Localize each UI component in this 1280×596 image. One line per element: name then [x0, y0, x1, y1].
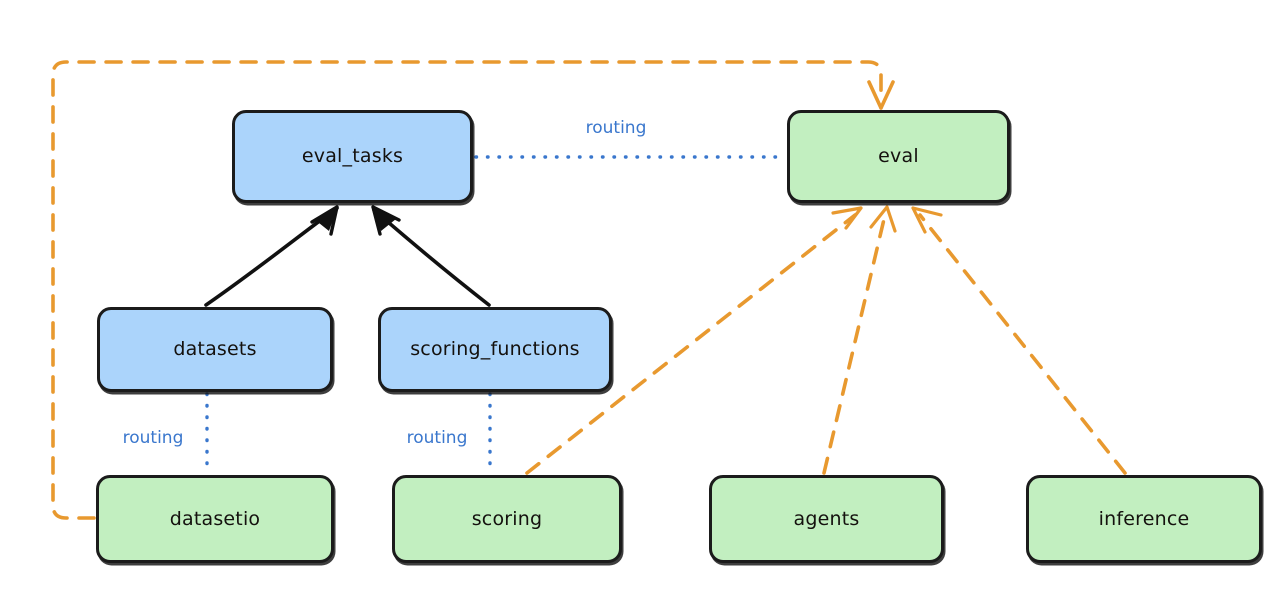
node-label: inference [1098, 507, 1190, 530]
node-inference[interactable]: inference [1026, 475, 1262, 563]
edge-datasets-to-eval_tasks [204, 205, 339, 307]
edge-agents-to-eval [822, 205, 897, 475]
node-scoring-functions[interactable]: scoring_functions [378, 307, 612, 392]
edge-datasetio-to-eval [51, 60, 895, 520]
node-datasets[interactable]: datasets [97, 307, 333, 392]
node-label: datasetio [169, 507, 261, 530]
node-agents[interactable]: agents [709, 475, 944, 563]
node-label: agents [793, 507, 860, 530]
node-label: datasets [173, 338, 257, 361]
edge-inference-to-eval [911, 206, 1127, 475]
node-label: eval_tasks [301, 145, 404, 168]
node-label: eval [878, 145, 919, 168]
edge-label-routing-datasets-datasetio: routing [122, 428, 184, 448]
node-eval[interactable]: eval [787, 110, 1010, 203]
node-label: scoring [471, 507, 543, 530]
node-scoring[interactable]: scoring [392, 475, 622, 563]
node-label: scoring_functions [410, 338, 580, 361]
edge-scoring_functions-to-eval_tasks [371, 205, 491, 307]
node-eval-tasks[interactable]: eval_tasks [232, 110, 473, 203]
edge-label-routing-eval-tasks-eval: routing [585, 118, 647, 138]
node-datasetio[interactable]: datasetio [96, 475, 334, 563]
edge-label-routing-scoring-functions-scoring: routing [406, 428, 468, 448]
edge-scoring-to-eval [525, 206, 863, 475]
